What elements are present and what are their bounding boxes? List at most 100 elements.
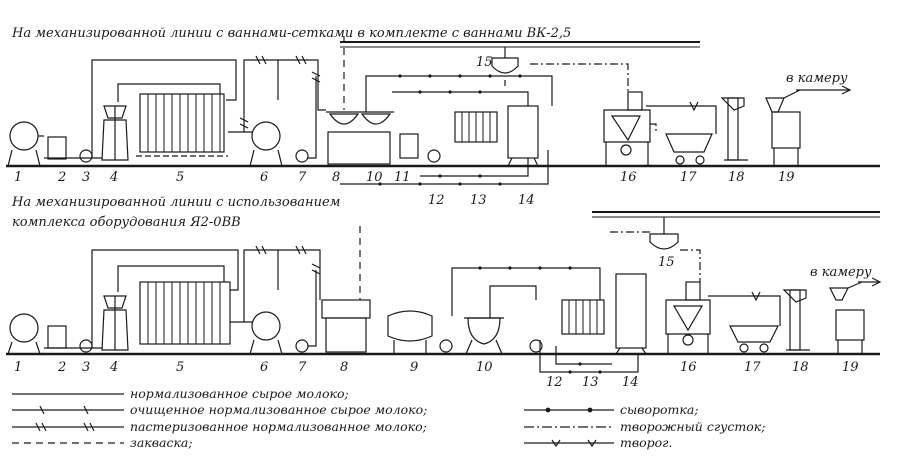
line1-unit-11 bbox=[399, 133, 441, 163]
line1-number: 2 bbox=[58, 170, 67, 185]
line2-flow-raw bbox=[44, 249, 239, 349]
line1-flow-raw bbox=[44, 59, 237, 159]
line2-unit-17-cart bbox=[729, 325, 779, 353]
line2-to-chamber-label: в камеру bbox=[810, 265, 872, 280]
line1-flow-whey bbox=[340, 74, 553, 186]
line2-overhead-conveyor bbox=[592, 211, 880, 250]
line1-title: На механизированной линии с ваннами-сетк… bbox=[12, 26, 572, 41]
line2-number: 10 bbox=[476, 360, 493, 375]
legend-label-raw-milk: нормализованное сырое молоко; bbox=[130, 386, 349, 401]
line2-flow-whey bbox=[451, 266, 639, 374]
line2-number: 12 bbox=[546, 375, 563, 390]
line1-number: 6 bbox=[260, 170, 269, 185]
line1-flow-curd bbox=[530, 63, 657, 134]
line2-number: 19 bbox=[842, 360, 859, 375]
legend-label-pasteurized-milk: пастеризованное нормализованное молоко; bbox=[130, 419, 427, 434]
line2-flow-curd bbox=[610, 231, 701, 282]
line2-number: 15 bbox=[658, 255, 675, 270]
line1-unit-7-pump bbox=[295, 149, 309, 163]
legend-swatch-whey bbox=[524, 407, 614, 413]
legend-label-curd-clot: творожный сгусток; bbox=[620, 419, 766, 434]
line1-unit-5-pasteurizer bbox=[136, 93, 228, 157]
line2-unit-1-tank bbox=[7, 313, 41, 355]
line1-number: 18 bbox=[728, 170, 745, 185]
line2-number: 1 bbox=[14, 360, 23, 375]
line1-unit-19-packer bbox=[765, 89, 801, 166]
line2-number: 14 bbox=[622, 375, 639, 390]
legend-swatch-cottage-cheese bbox=[524, 439, 614, 448]
line2-unit-14-tank bbox=[615, 273, 647, 355]
line2-unit-7-pump bbox=[295, 339, 309, 353]
line1-number: 5 bbox=[176, 170, 185, 185]
line1-number: 8 bbox=[332, 170, 341, 185]
line2-number: 3 bbox=[82, 360, 91, 375]
line1-unit-4-separator bbox=[101, 105, 129, 161]
legend-label-cleaned-milk: очищенное нормализованное сырое молоко; bbox=[130, 402, 428, 417]
line2-number: 6 bbox=[260, 360, 269, 375]
line1-number: 3 bbox=[82, 170, 91, 185]
line1-unit-16-press bbox=[603, 91, 651, 166]
line2-unit-2 bbox=[47, 325, 67, 349]
line1-number: 10 bbox=[366, 170, 383, 185]
line2-number: 8 bbox=[340, 360, 349, 375]
line2-number: 7 bbox=[298, 360, 307, 375]
line1-overhead-conveyor bbox=[340, 41, 700, 86]
line1-number: 19 bbox=[778, 170, 795, 185]
line1-number: 13 bbox=[470, 193, 487, 208]
legend-swatch-pasteurized-milk bbox=[12, 422, 124, 432]
line1-number: 4 bbox=[110, 170, 119, 185]
line2-unit-4-separator bbox=[101, 295, 129, 351]
line2-title-line2: комплекса оборудования Я2-0ВВ bbox=[12, 215, 241, 230]
line2-unit-19-packer bbox=[829, 281, 865, 354]
legend-label-whey: сыворотка; bbox=[620, 402, 699, 417]
line2-unit-12-pump bbox=[529, 339, 543, 353]
line2-unit-13-cooler bbox=[561, 299, 605, 335]
line2-number: 13 bbox=[582, 375, 599, 390]
legend-swatch-cleaned-milk bbox=[12, 405, 124, 415]
line2-number: 18 bbox=[792, 360, 809, 375]
line1-unit-14-tank bbox=[507, 105, 539, 167]
line1-flow-cottage-cheese bbox=[646, 101, 717, 134]
legend-label-starter: закваска; bbox=[130, 435, 193, 450]
line1-unit-8-vat bbox=[326, 111, 394, 165]
line1-unit-13-cooler bbox=[454, 111, 498, 143]
line2-unit-3-pump bbox=[79, 339, 93, 353]
line1-unit-6-tank bbox=[249, 121, 283, 167]
line2-unit-18-lift bbox=[782, 289, 810, 351]
line2-number: 4 bbox=[110, 360, 119, 375]
line2-flow-cottage-cheese bbox=[708, 291, 781, 326]
line2-number: 5 bbox=[176, 360, 185, 375]
line1-unit-18-lift bbox=[720, 97, 748, 161]
line2-number: 17 bbox=[744, 360, 761, 375]
line2-flow-pasteurized bbox=[230, 245, 321, 347]
line2-flow-to-chamber bbox=[858, 277, 882, 287]
line1-unit-1-tank bbox=[7, 121, 44, 167]
line2-number: 9 bbox=[410, 360, 419, 375]
line1-number: 14 bbox=[518, 193, 535, 208]
line1-unit-2 bbox=[47, 136, 67, 160]
line2-unit-9-heater bbox=[387, 310, 453, 354]
line1-to-chamber-label: в камеру bbox=[786, 71, 848, 86]
line2-unit-6-tank bbox=[249, 311, 283, 355]
line1-number: 15 bbox=[476, 55, 493, 70]
line2-unit-8-curd-maker bbox=[321, 299, 371, 353]
line1-flow-to-chamber bbox=[796, 85, 852, 95]
line2-unit-5-pasteurizer bbox=[139, 281, 231, 345]
line2-unit-10-kettle bbox=[464, 317, 504, 355]
legend-label-cottage-cheese: творог. bbox=[620, 435, 673, 450]
line2-unit-16-press bbox=[665, 281, 711, 354]
line1-unit-17-cart bbox=[665, 133, 713, 165]
line1-number: 7 bbox=[298, 170, 307, 185]
line1-number: 17 bbox=[680, 170, 697, 185]
line2-title-line1: На механизированной линии с использовани… bbox=[12, 195, 341, 210]
line2-number: 16 bbox=[680, 360, 697, 375]
line1-unit-3-pump bbox=[79, 149, 93, 163]
line1-number: 11 bbox=[394, 170, 411, 185]
line2-number: 2 bbox=[58, 360, 67, 375]
line1-flow-pasteurized bbox=[228, 55, 326, 159]
line1-number: 12 bbox=[428, 193, 445, 208]
line1-number: 1 bbox=[14, 170, 23, 185]
line1-number: 16 bbox=[620, 170, 637, 185]
